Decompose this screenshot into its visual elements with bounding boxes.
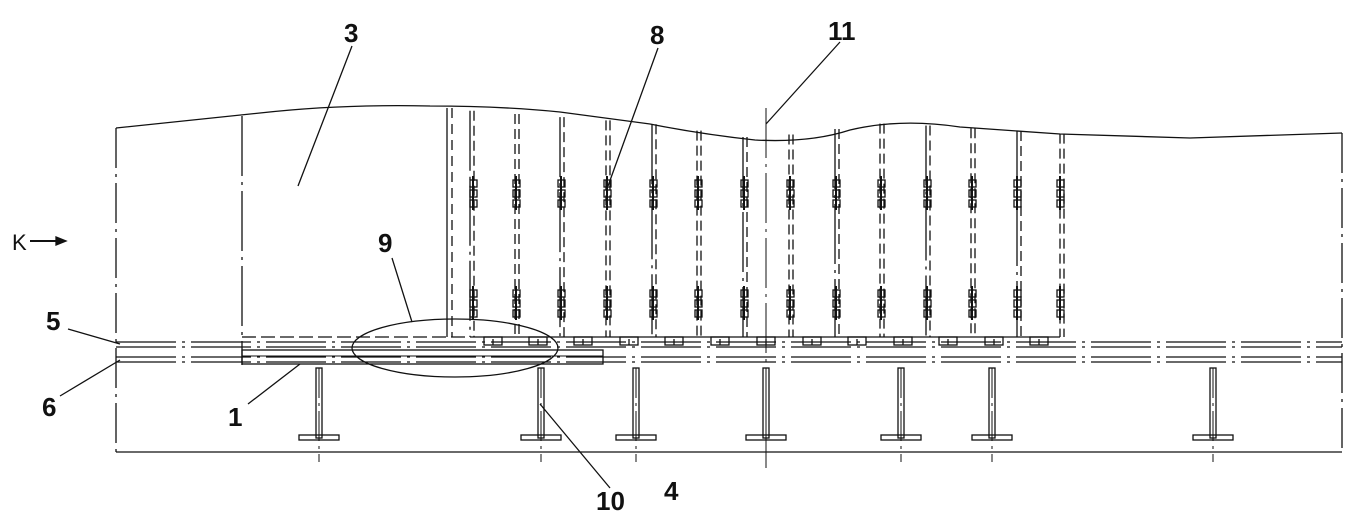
support-foot [880,434,922,441]
leader-10 [539,403,611,489]
leader-11 [765,41,841,125]
support-foot [1192,434,1234,441]
callout-1: 1 [228,402,242,432]
detail-ellipse-9 [351,318,559,378]
leader-5 [67,328,121,345]
support-foot [298,434,340,441]
leader-1 [247,363,301,405]
view-label-k: K [12,230,27,255]
leader-3 [297,45,353,187]
support-foot [520,434,562,441]
support-foot [971,434,1013,441]
beam-part-1 [241,349,604,365]
callout-10: 10 [596,486,625,516]
callout-4: 4 [664,476,679,506]
callout-9: 9 [378,228,392,258]
callout-6: 6 [42,392,56,422]
leader-8 [607,47,659,187]
support-foot [615,434,657,441]
callout-8: 8 [650,20,664,50]
leader-6 [59,359,121,397]
upper-body-outline [115,104,1343,142]
callout-5: 5 [46,306,60,336]
view-arrow-head [55,236,68,246]
callout-3: 3 [344,18,358,48]
callout-11: 11 [828,16,856,46]
leader-9 [391,257,413,323]
